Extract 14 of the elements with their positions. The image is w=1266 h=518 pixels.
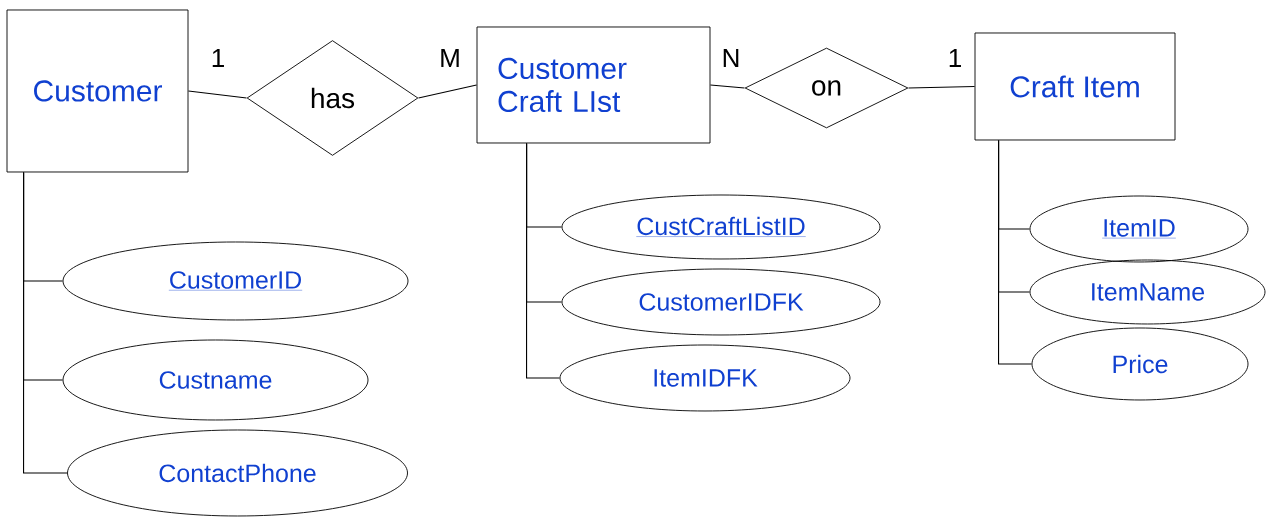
connector-line — [907, 85, 976, 89]
cardinality-label: N — [723, 49, 739, 67]
cardinality-label: 1 — [949, 49, 961, 67]
connector-line — [417, 84, 478, 99]
entity-box: Customer Craft LIst — [476, 26, 711, 144]
entity-box: Customer — [6, 9, 189, 173]
connector-line — [23, 171, 68, 474]
connector-line — [187, 90, 248, 99]
cardinality-label: 1 — [212, 49, 224, 67]
connector-line — [998, 139, 1033, 365]
cardinality-label: M — [441, 49, 459, 67]
connector-line — [526, 142, 561, 379]
entity-box: Craft Item — [974, 32, 1176, 141]
connector-line — [709, 84, 746, 89]
